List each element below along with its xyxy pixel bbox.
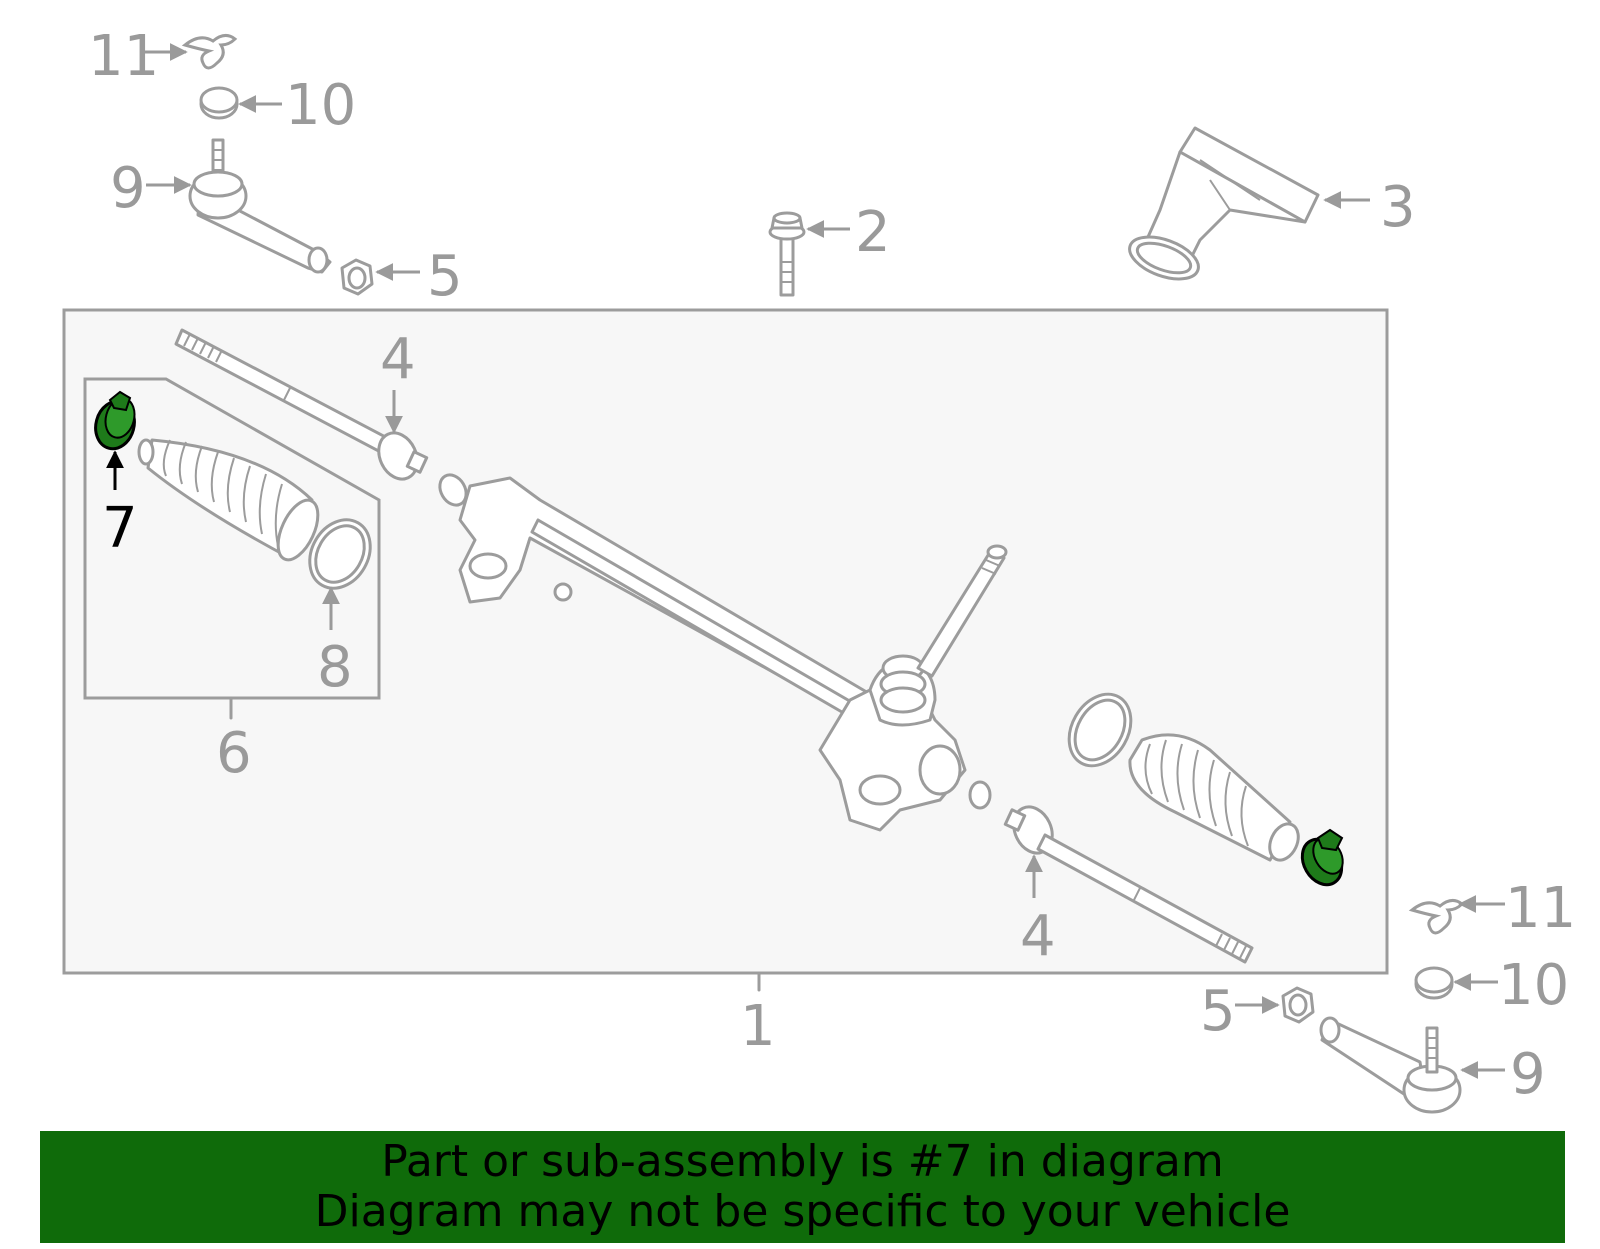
callout-4-lower: 4 xyxy=(1020,904,1056,969)
rack-boot-lower xyxy=(1128,733,1300,862)
cotter-clip-lower xyxy=(1408,899,1465,935)
callout-4-upper: 4 xyxy=(380,327,416,392)
callout-10-top: 10 xyxy=(285,73,356,138)
callout-3: 3 xyxy=(1380,175,1416,240)
dash-seal-cover xyxy=(1128,126,1320,281)
cotter-clip-top xyxy=(181,34,238,70)
callout-1: 1 xyxy=(740,994,776,1059)
rack-boot-upper xyxy=(137,438,320,562)
callout-7: 7 xyxy=(102,496,138,561)
castle-nut-lower xyxy=(1414,966,1454,1000)
callout-9-top: 9 xyxy=(110,156,146,221)
callout-8: 8 xyxy=(317,635,353,700)
notice-line-part: Part or sub-assembly is #7 in diagram xyxy=(381,1136,1224,1187)
boot-ring-upper xyxy=(308,518,372,590)
callout-6: 6 xyxy=(216,721,252,786)
steering-rack-housing xyxy=(438,473,1008,832)
tie-rod-end-top xyxy=(188,138,332,274)
boot-clamp-lower xyxy=(1300,828,1344,887)
boot-clamp-upper xyxy=(94,390,136,451)
jam-nut-top xyxy=(340,258,374,296)
castle-nut-top xyxy=(199,86,239,120)
callout-11-lower: 11 xyxy=(1505,876,1576,941)
callout-5-top: 5 xyxy=(427,244,463,309)
callout-11-top: 11 xyxy=(88,24,159,89)
callout-5-lower: 5 xyxy=(1200,979,1236,1044)
mounting-bolt xyxy=(768,211,806,297)
callout-2: 2 xyxy=(855,200,891,265)
callout-9-lower: 9 xyxy=(1510,1042,1546,1107)
inner-tie-rod-lower xyxy=(1003,805,1254,964)
notice-banner: Part or sub-assembly is #7 in diagram Di… xyxy=(40,1131,1565,1243)
boot-ring-lower xyxy=(1067,692,1133,768)
callout-10-lower: 10 xyxy=(1498,953,1569,1018)
notice-line-disclaimer: Diagram may not be specific to your vehi… xyxy=(314,1186,1291,1237)
tie-rod-end-lower xyxy=(1319,1016,1462,1114)
inner-tie-rod-upper xyxy=(174,328,429,481)
jam-nut-lower xyxy=(1281,986,1315,1024)
